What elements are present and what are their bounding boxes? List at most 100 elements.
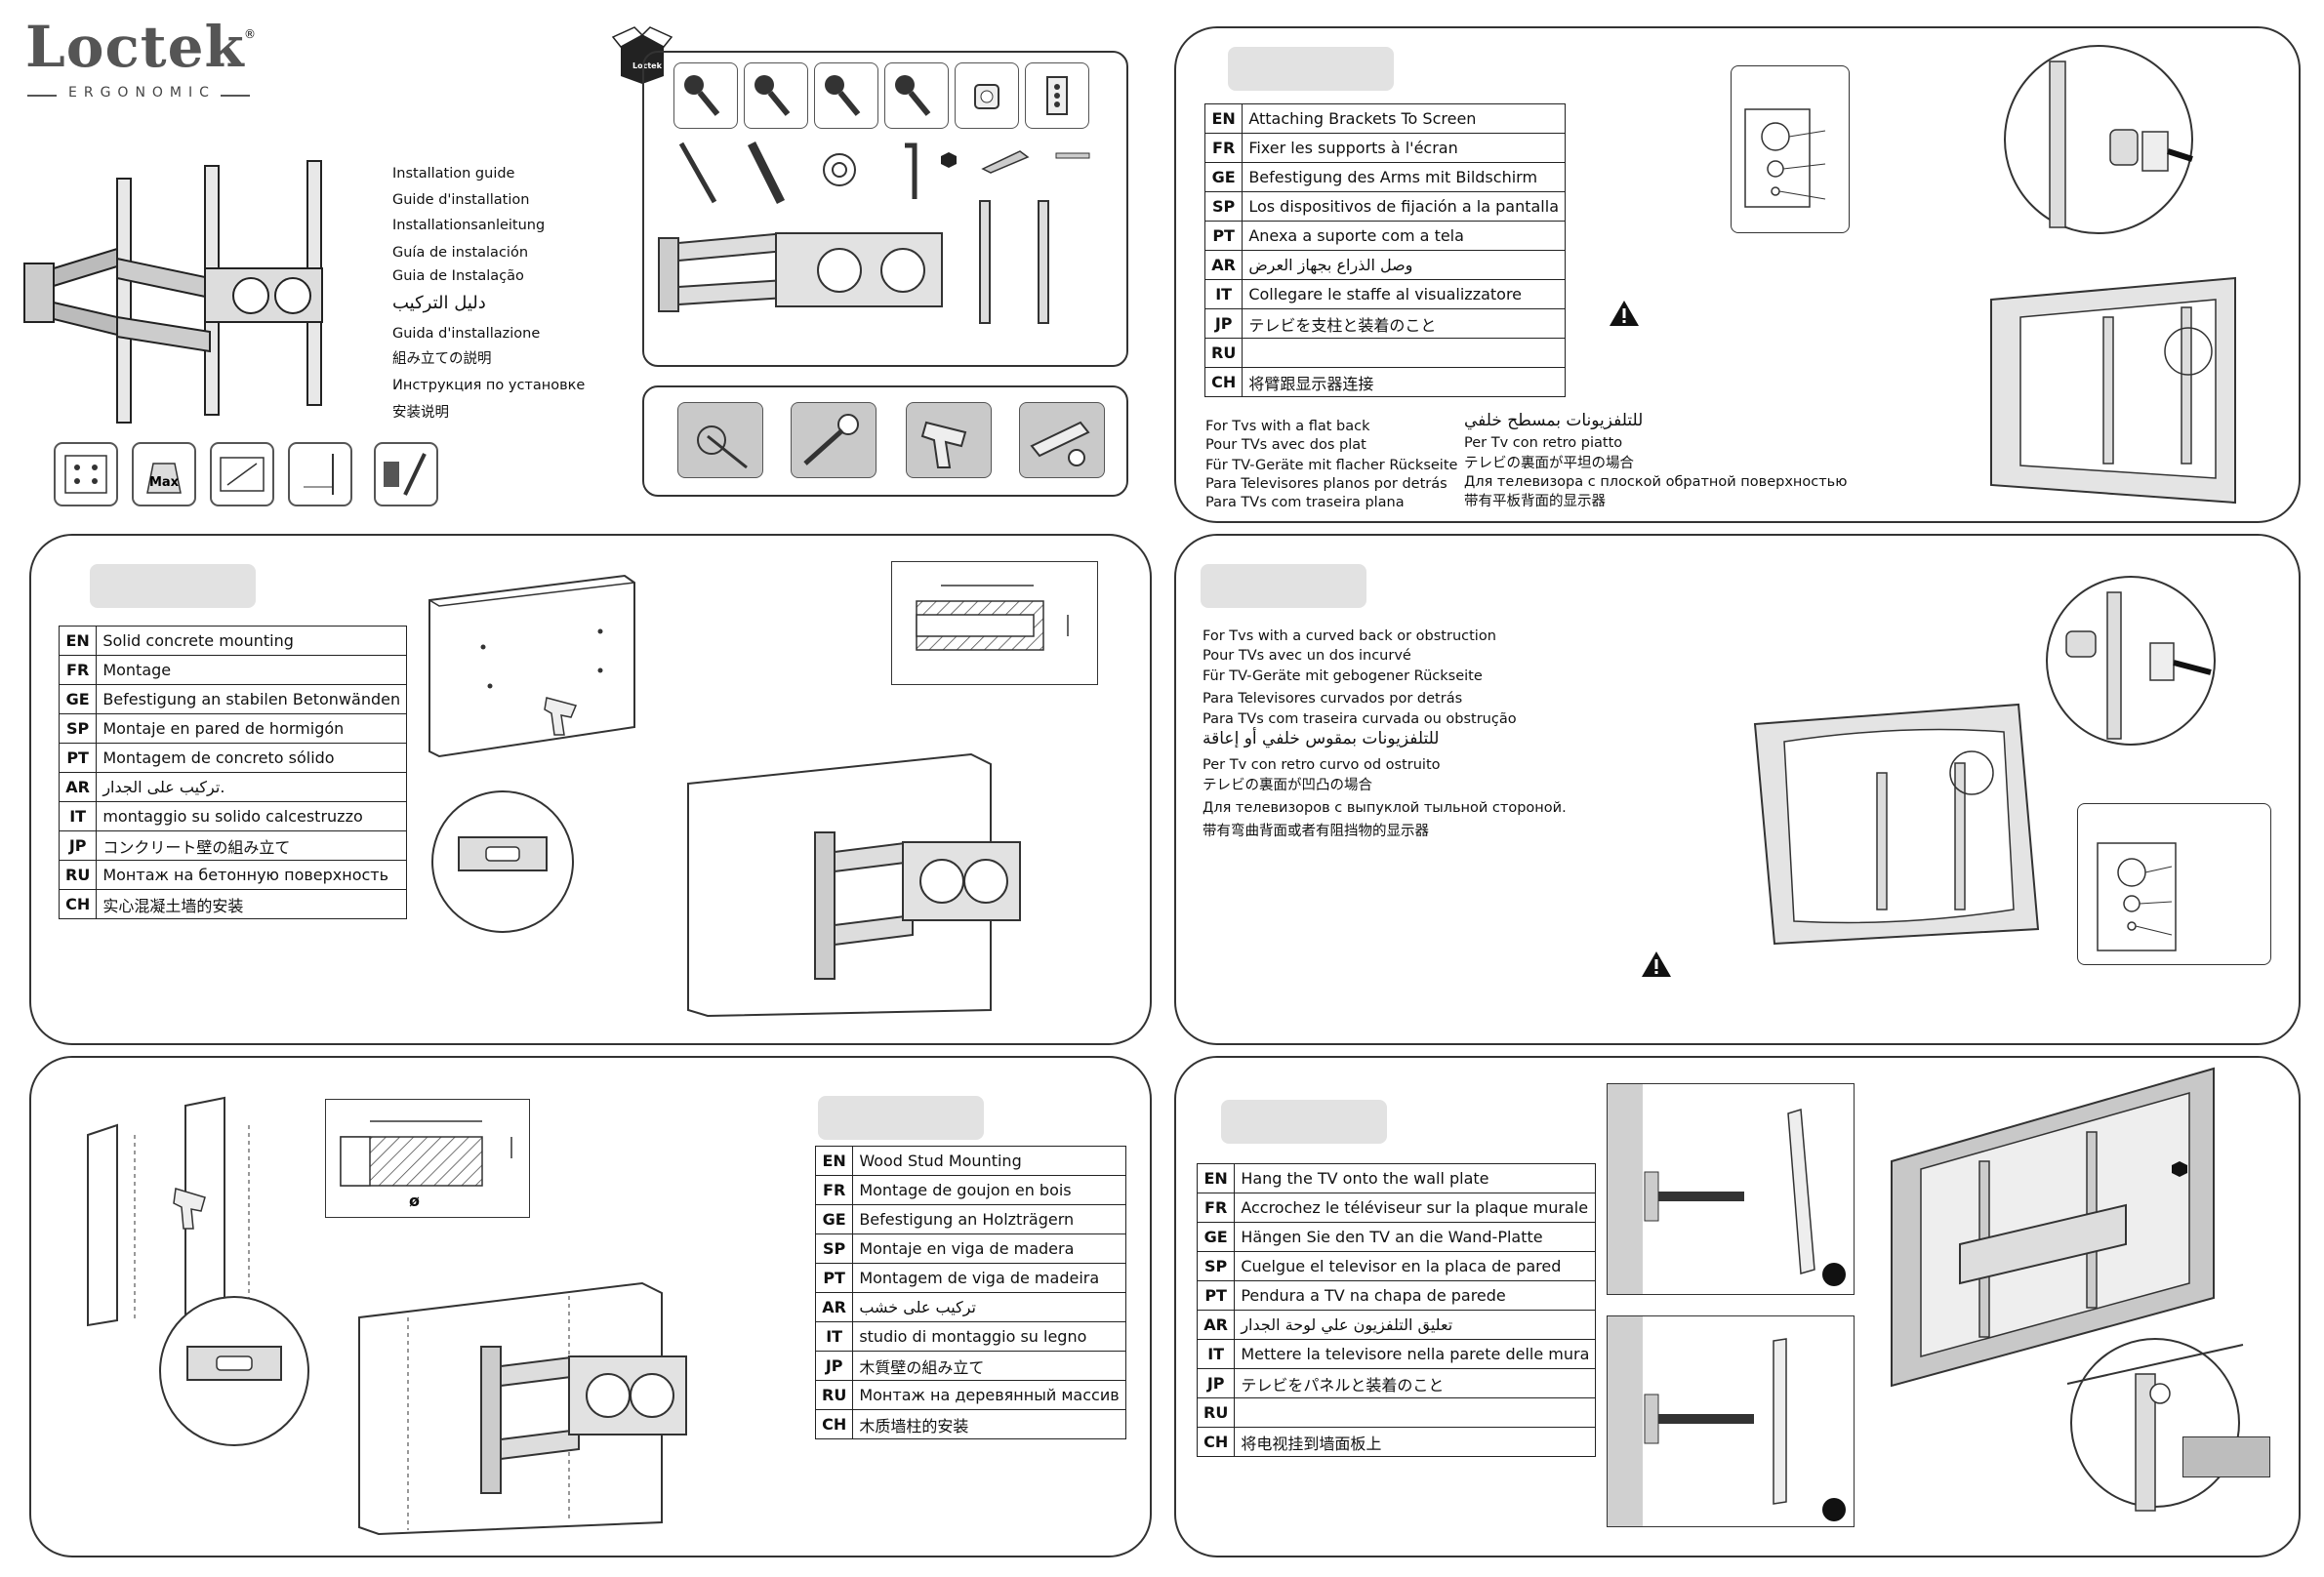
table-row: RU xyxy=(1196,1397,1597,1428)
lang-text: Befestigung des Arms mit Bildschirm xyxy=(1242,162,1566,192)
lang-code: GE xyxy=(1196,1222,1236,1252)
lang-text: Befestigung an Holzträgern xyxy=(852,1204,1126,1234)
parts-panel xyxy=(642,51,1128,367)
flat-back-ru: Для телевизора с плоской обратной поверх… xyxy=(1464,474,1848,490)
curved-section-tab xyxy=(1201,564,1366,608)
tv-bracket-left xyxy=(979,200,991,324)
lang-text: Fixer les supports à l'écran xyxy=(1242,133,1566,163)
lang-text xyxy=(1242,338,1566,368)
level-icon xyxy=(1019,402,1105,478)
lang-text xyxy=(1234,1397,1597,1428)
lang-code: CH xyxy=(814,1409,854,1439)
lang-text: コンクリート壁の組み立て xyxy=(96,830,408,861)
lang-code: AR xyxy=(1203,250,1244,280)
logo-line-left xyxy=(27,95,57,97)
registered-mark: ® xyxy=(244,27,256,41)
guide-title-fr: Guide d'installation xyxy=(392,192,530,208)
lang-text: 实心混凝土墙的安装 xyxy=(96,889,408,919)
lang-code: RU xyxy=(814,1380,854,1410)
lang-text: Монтаж на бетонную поверхность xyxy=(96,860,408,890)
brand-logo: Loctek xyxy=(25,14,245,80)
wood-drill-depth-diagram: ø xyxy=(325,1099,530,1218)
hang-step-2-box xyxy=(1607,1315,1855,1527)
lang-code: AR xyxy=(814,1292,854,1322)
lang-code: EN xyxy=(1203,103,1244,134)
lang-text: studio di montaggio su legno xyxy=(852,1321,1126,1352)
arm-assembly-drawing xyxy=(658,231,943,312)
flat-back-ch: 带有平板背面的显示器 xyxy=(1464,494,1606,509)
curved-back-it: Per Tv con retro curvo od ostruito xyxy=(1203,757,1441,773)
table-row: RU xyxy=(1203,338,1566,368)
flat-back-jp: テレビの裏面が平坦の場合 xyxy=(1464,456,1634,471)
lang-code: JP xyxy=(58,830,98,861)
lang-code: IT xyxy=(814,1321,854,1352)
lang-text: 木质墙柱的安装 xyxy=(852,1409,1126,1439)
lang-text: Hang the TV onto the wall plate xyxy=(1234,1163,1597,1193)
attach-section-tab xyxy=(1228,47,1394,91)
wood-section-tab xyxy=(818,1096,984,1140)
lang-code: RU xyxy=(1203,338,1244,368)
lang-code: SP xyxy=(1196,1251,1236,1281)
flat-back-pt: Para TVs com traseira plana xyxy=(1205,495,1405,510)
screw-m4-part xyxy=(673,62,738,129)
lang-code: EN xyxy=(58,626,98,656)
curved-back-ge: Für TV-Geräte mit gebogener Rückseite xyxy=(1203,668,1483,684)
screw-m8-part xyxy=(884,62,949,129)
lang-text: Anexa a suporte com a tela xyxy=(1242,221,1566,251)
lang-code: IT xyxy=(1196,1339,1236,1369)
flat-back-sp: Para Televisores planos por detrás xyxy=(1205,476,1447,492)
curved-back-jp: テレビの裏面が凹凸の場合 xyxy=(1203,778,1372,793)
curved-back-fr: Pour TVs avec un dos incurvé xyxy=(1203,648,1411,664)
lang-code: SP xyxy=(1203,191,1244,222)
lang-code: AR xyxy=(1196,1310,1236,1340)
lang-code: IT xyxy=(58,801,98,831)
lang-code: FR xyxy=(1203,133,1244,163)
screw-m5-part xyxy=(744,62,808,129)
lang-text: Solid concrete mounting xyxy=(96,626,408,656)
curved-back-en: For Tvs with a curved back or obstructio… xyxy=(1203,628,1496,644)
flat-back-en: For Tvs with a flat back xyxy=(1205,419,1370,434)
lang-text: montaggio su solido calcestruzzo xyxy=(96,801,408,831)
lag-bolt-part xyxy=(678,142,717,204)
hole-size-card xyxy=(1731,65,1850,233)
lang-text: Монтаж на деревянный массив xyxy=(852,1380,1126,1410)
washer-plate-part xyxy=(1025,62,1089,129)
lang-code: IT xyxy=(1203,279,1244,309)
curved-warning-icon xyxy=(1642,951,1671,977)
lang-code: EN xyxy=(814,1146,854,1176)
spacer-part xyxy=(955,62,1019,129)
lang-text: Cuelgue el televisor en la placa de pare… xyxy=(1234,1251,1597,1281)
lang-code: GE xyxy=(814,1204,854,1234)
curved-back-ch: 带有弯曲背面或者有阻挡物的显示器 xyxy=(1203,824,1429,839)
hang-tv-illustration xyxy=(1891,1067,2215,1388)
guide-title-it: Guida d'installazione xyxy=(392,326,541,342)
guide-title-ar: دليل التركيب xyxy=(392,293,486,313)
flat-tv-back-illustration xyxy=(1990,276,2236,505)
max-load-icon: Max xyxy=(132,442,196,506)
curved-back-sp: Para Televisores curvados por detrás xyxy=(1203,691,1463,707)
lang-code: SP xyxy=(814,1233,854,1264)
lang-text: Accrochez le téléviseur sur la plaque mu… xyxy=(1234,1193,1597,1223)
tools-panel xyxy=(642,385,1128,497)
level-part xyxy=(981,150,1030,174)
tv-mount-illustration xyxy=(23,160,323,424)
